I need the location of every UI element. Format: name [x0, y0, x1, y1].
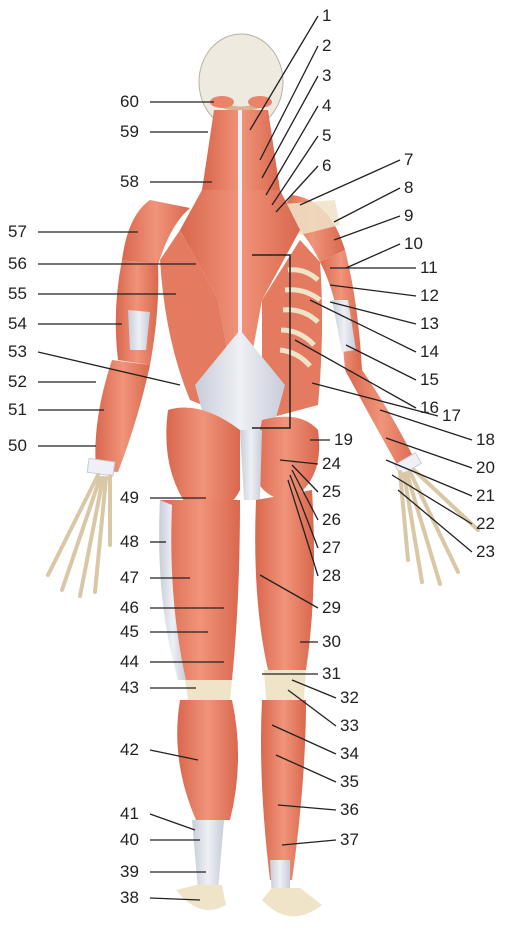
- label-50: 50: [8, 436, 27, 456]
- label-35: 35: [340, 772, 359, 792]
- label-21: 21: [476, 486, 495, 506]
- label-1: 1: [322, 6, 331, 26]
- label-52: 52: [8, 372, 27, 392]
- label-22: 22: [476, 514, 495, 534]
- label-13: 13: [420, 314, 439, 334]
- label-29: 29: [322, 598, 341, 618]
- label-2: 2: [322, 36, 331, 56]
- label-57: 57: [8, 222, 27, 242]
- label-44: 44: [120, 652, 139, 672]
- label-41: 41: [120, 804, 139, 824]
- label-11: 11: [420, 258, 438, 278]
- label-6: 6: [322, 156, 331, 176]
- label-33: 33: [340, 716, 359, 736]
- label-60: 60: [120, 92, 139, 112]
- label-27: 27: [322, 538, 341, 558]
- label-4: 4: [322, 96, 331, 116]
- label-30: 30: [322, 632, 341, 652]
- label-37: 37: [340, 830, 359, 850]
- label-25: 25: [322, 482, 341, 502]
- label-10: 10: [404, 234, 423, 254]
- label-59: 59: [120, 122, 139, 142]
- label-32: 32: [340, 688, 359, 708]
- label-46: 46: [120, 598, 139, 618]
- label-9: 9: [404, 206, 413, 226]
- label-58: 58: [120, 172, 139, 192]
- label-31: 31: [322, 664, 341, 684]
- label-47: 47: [120, 568, 139, 588]
- label-38: 38: [120, 888, 139, 908]
- label-39: 39: [120, 862, 139, 882]
- label-56: 56: [8, 254, 27, 274]
- label-55: 55: [8, 284, 27, 304]
- label-45: 45: [120, 622, 139, 642]
- label-53: 53: [8, 342, 27, 362]
- label-42: 42: [120, 740, 139, 760]
- label-18: 18: [476, 430, 495, 450]
- label-34: 34: [340, 744, 359, 764]
- label-15: 15: [420, 370, 439, 390]
- label-3: 3: [322, 66, 331, 86]
- label-7: 7: [404, 150, 413, 170]
- label-5: 5: [322, 126, 331, 146]
- label-48: 48: [120, 532, 139, 552]
- label-23: 23: [476, 542, 495, 562]
- label-36: 36: [340, 800, 359, 820]
- label-26: 26: [322, 510, 341, 530]
- label-40: 40: [120, 830, 139, 850]
- label-19: 19: [334, 430, 353, 450]
- label-51: 51: [8, 400, 27, 420]
- label-8: 8: [404, 178, 413, 198]
- label-54: 54: [8, 314, 27, 334]
- label-43: 43: [120, 678, 139, 698]
- label-24: 24: [322, 454, 341, 474]
- label-16: 16: [420, 398, 439, 418]
- label-20: 20: [476, 458, 495, 478]
- label-28: 28: [322, 566, 341, 586]
- label-17: 17: [442, 406, 461, 426]
- label-49: 49: [120, 488, 139, 508]
- label-14: 14: [420, 342, 439, 362]
- label-12: 12: [420, 286, 439, 306]
